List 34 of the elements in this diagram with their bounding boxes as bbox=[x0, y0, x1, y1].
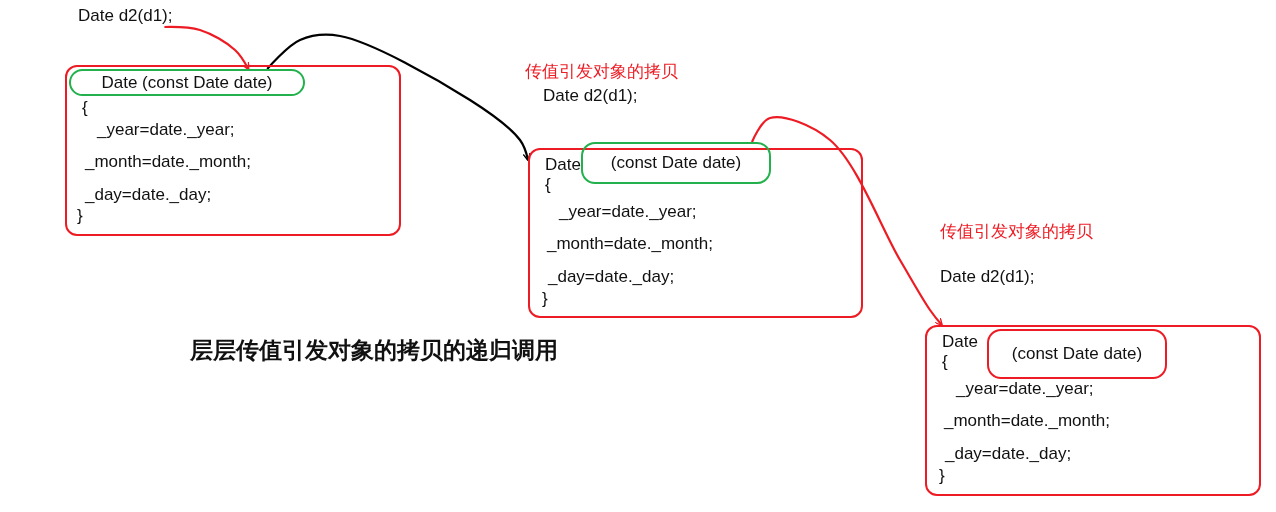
code-line: (const Date date) bbox=[1011, 344, 1143, 364]
arrow bbox=[266, 33, 531, 162]
highlight-outline bbox=[69, 69, 305, 96]
highlight-outline bbox=[581, 142, 771, 184]
code-line: Date bbox=[942, 332, 978, 352]
code-line: { bbox=[942, 352, 948, 372]
code-line: _day=date._day; bbox=[945, 444, 1072, 464]
code-block bbox=[925, 325, 1261, 496]
code-line: Date (const Date date) bbox=[101, 72, 273, 93]
code-statement: Date d2(d1); bbox=[940, 267, 1035, 287]
code-line: { bbox=[545, 175, 551, 195]
code-block bbox=[65, 65, 401, 236]
code-line: _day=date._day; bbox=[548, 267, 675, 287]
code-line: _month=date._month; bbox=[944, 411, 1110, 431]
code-statement: Date d2(d1); bbox=[78, 6, 173, 26]
code-statement: Date d2(d1); bbox=[543, 86, 638, 106]
code-line: _year=date._year; bbox=[956, 379, 1094, 399]
highlight-outline bbox=[987, 329, 1167, 379]
code-line: } bbox=[939, 466, 945, 486]
arrow bbox=[751, 116, 943, 327]
code-line: _month=date._month; bbox=[85, 152, 251, 172]
code-line: Date bbox=[545, 155, 581, 175]
annotation: 传值引发对象的拷贝 bbox=[940, 222, 1093, 242]
code-line: _year=date._year; bbox=[97, 120, 235, 140]
code-line: _month=date._month; bbox=[547, 234, 713, 254]
code-line: _day=date._day; bbox=[85, 185, 212, 205]
annotation: 传值引发对象的拷贝 bbox=[525, 62, 678, 82]
arrow bbox=[164, 25, 250, 71]
code-line: } bbox=[77, 206, 83, 226]
code-line: } bbox=[542, 289, 548, 309]
code-line: _year=date._year; bbox=[559, 202, 697, 222]
code-line: (const Date date) bbox=[610, 153, 742, 173]
code-line: { bbox=[82, 98, 88, 118]
heading: 层层传值引发对象的拷贝的递归调用 bbox=[190, 340, 558, 360]
